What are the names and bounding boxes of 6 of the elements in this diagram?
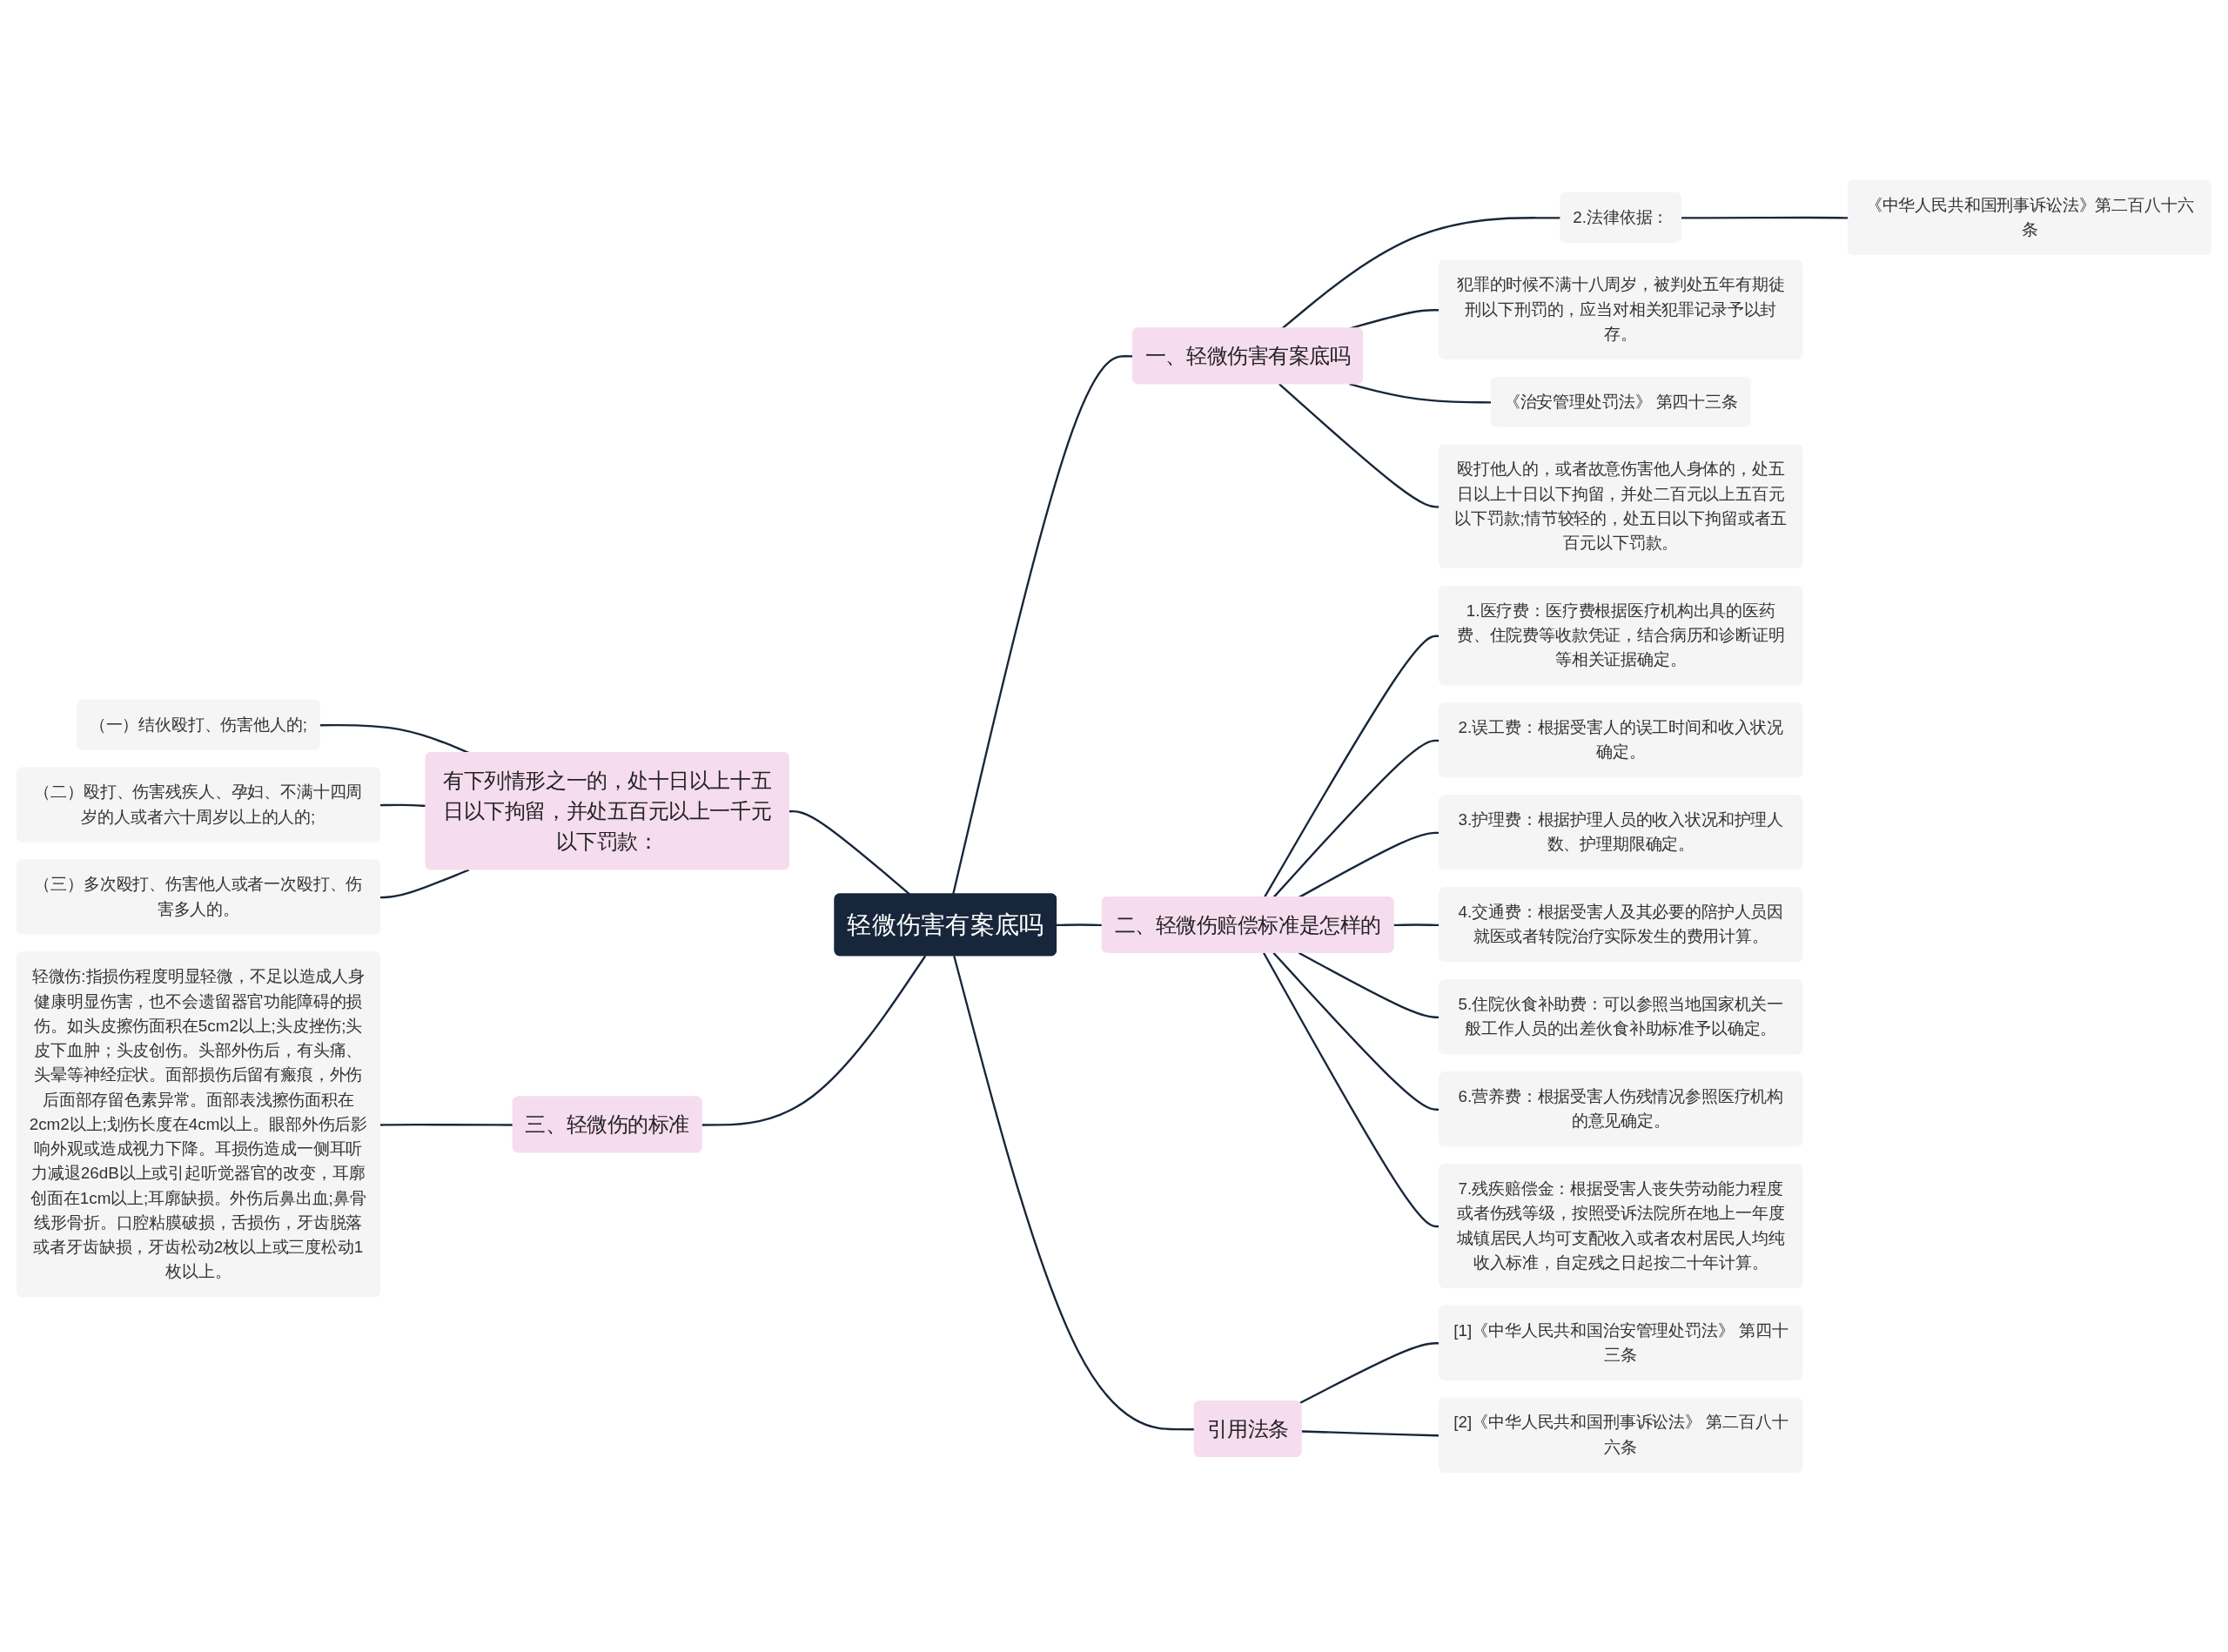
connector	[379, 868, 470, 898]
connector	[379, 1123, 513, 1126]
connector	[319, 723, 470, 754]
connector	[379, 803, 426, 807]
connector	[701, 955, 927, 1126]
connector	[1281, 216, 1561, 330]
